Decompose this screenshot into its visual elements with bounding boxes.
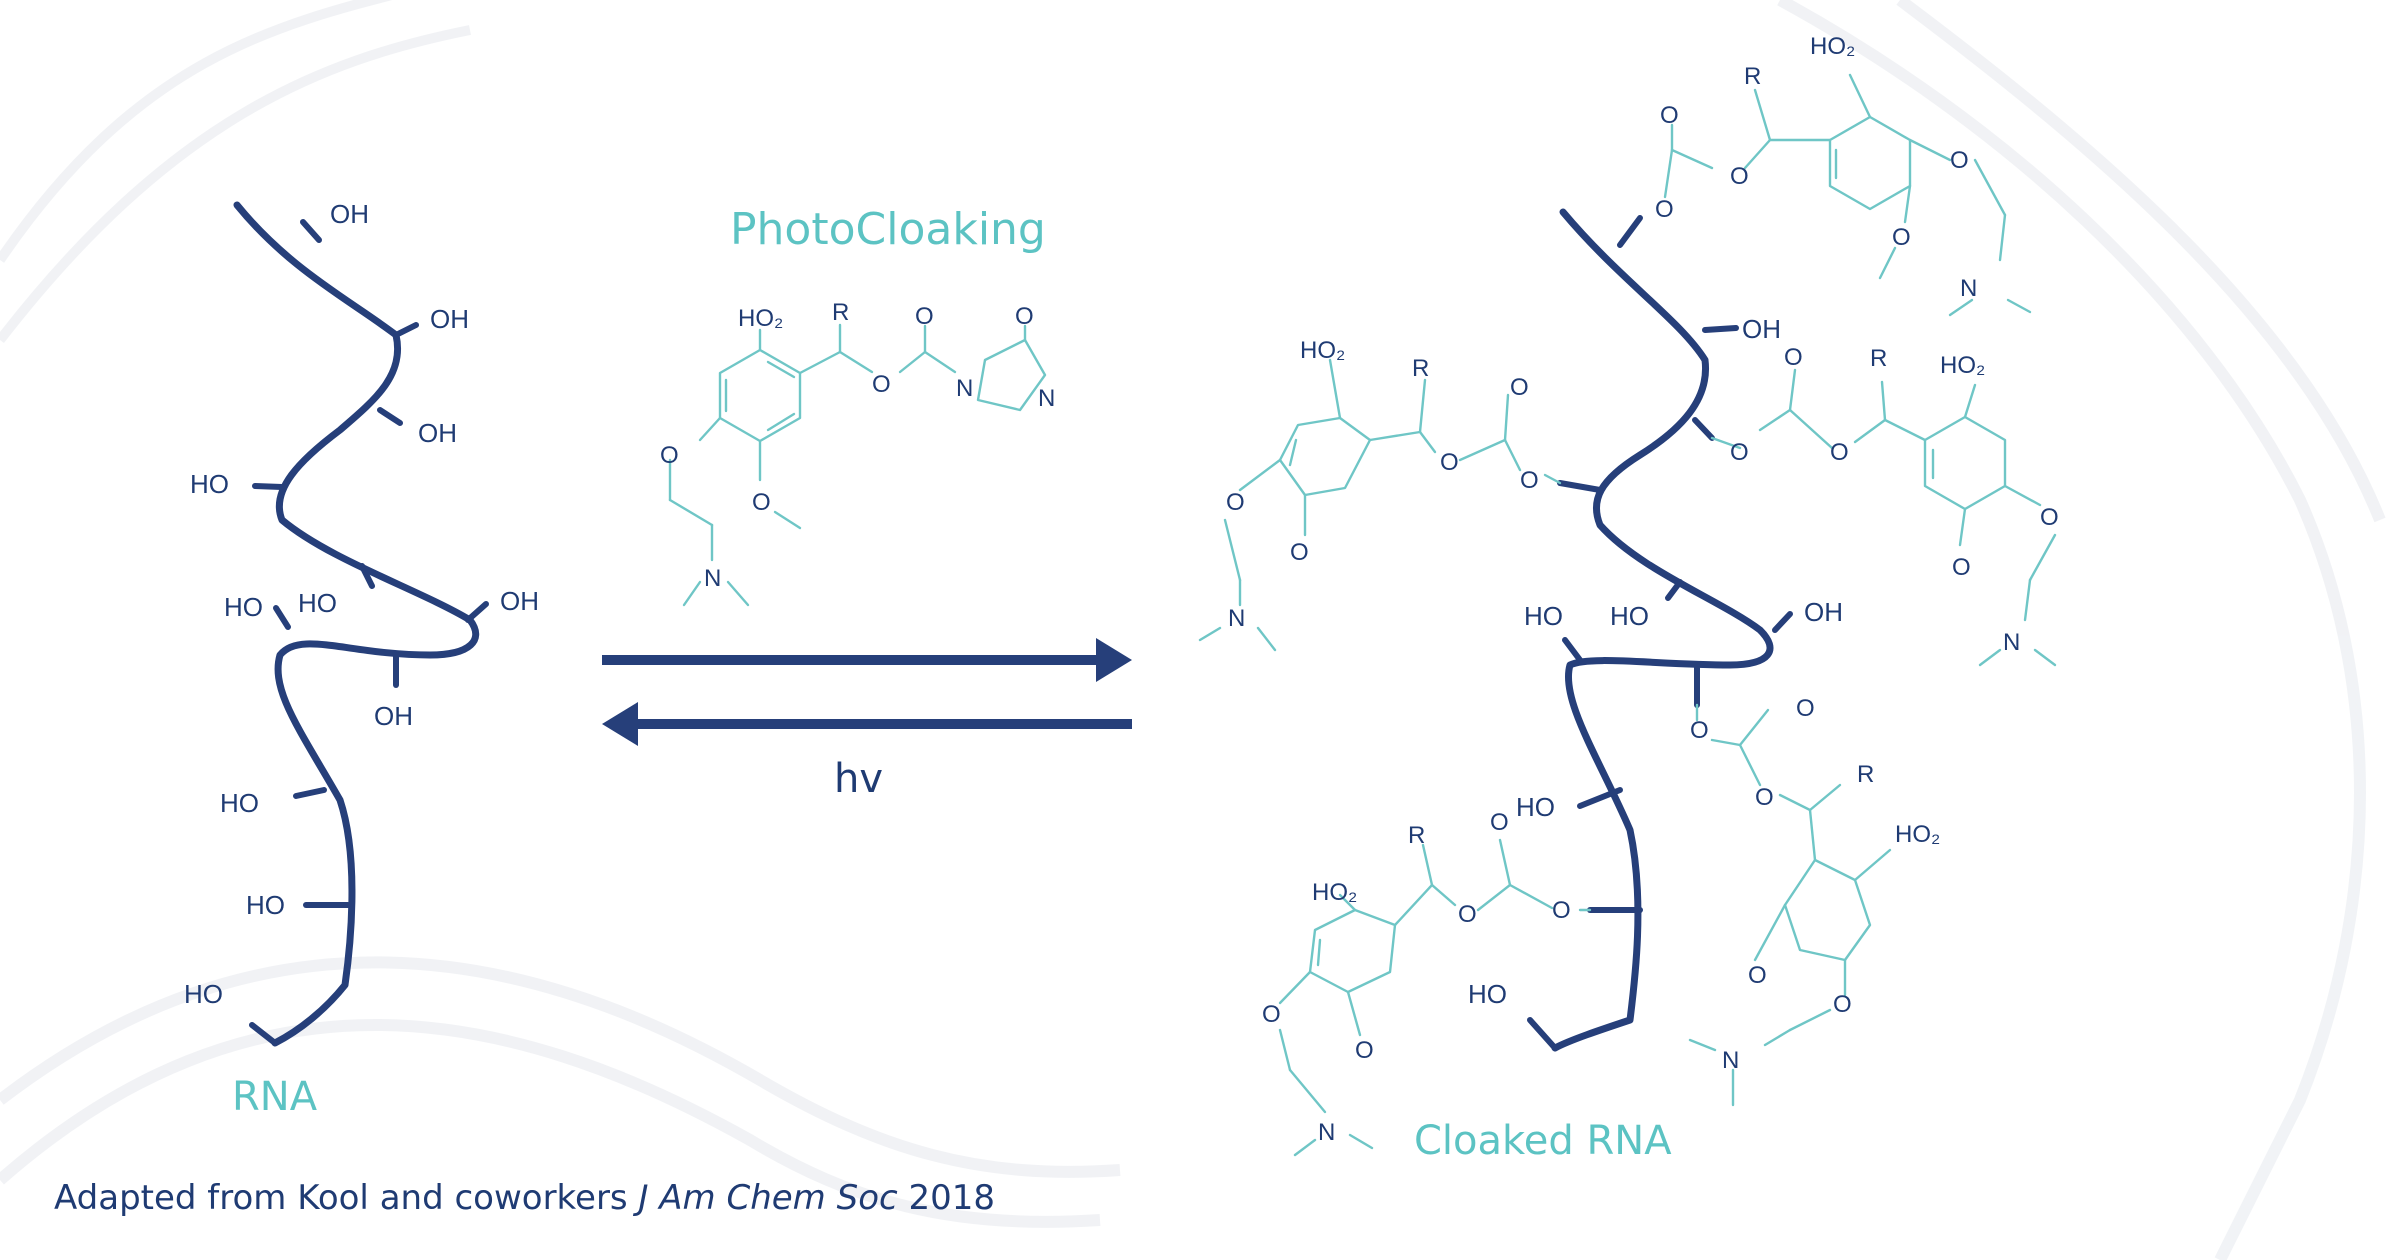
cage-o-label: O [1490,809,1509,836]
cage-n-label: N [1722,1047,1739,1074]
reagent-n-label: N [704,565,721,592]
cage-o-label: O [1748,962,1767,989]
cage-o-label: O [2040,504,2059,531]
cloaked-oh-label: OH [1742,314,1781,344]
rna-oh-label: OH [330,199,369,229]
cage-o-label: O [1730,163,1749,190]
cage-o-label: O [1520,467,1539,494]
cloaked-rna-molecule: OH HO OH HO HO HO HO₂ R O O [1198,33,2059,1157]
cage-group: O R HO₂ O O O O N [1710,344,2059,667]
reagent-o-label: O [915,303,934,330]
cage-group: O R HO₂ O O O O N [1262,809,1592,1157]
cage-o-label: O [1833,991,1852,1018]
cage-o-label: O [1830,439,1849,466]
citation-text: Adapted from Kool and coworkers [54,1178,639,1218]
cage-o-label: O [1730,439,1749,466]
reagent-n-label: N [956,375,973,402]
cage-r-label: R [1408,822,1425,849]
reagent-o-label: O [660,442,679,469]
cage-r-label: R [1412,355,1429,382]
citation-journal: J Am Chem Soc [638,1178,898,1218]
cage-o-label: O [1355,1037,1374,1064]
cage-group: HO₂ R O O O O O N [1655,33,2032,317]
citation: Adapted from Kool and coworkers J Am Che… [54,1178,995,1218]
rna-oh-label: OH [430,304,469,334]
cage-n-label: N [2003,629,2020,656]
cage-group: O O O R HO₂ O O N [1688,695,1940,1107]
cage-o-label: O [1892,224,1911,251]
cage-r-label: R [1857,761,1874,788]
cage-ho2-label: HO₂ [1810,33,1855,60]
cage-group: O R HO₂ O O O O N [1198,337,1562,652]
cage-o-label: O [1796,695,1815,722]
cage-n-label: N [1228,605,1245,632]
reagent-o-label: O [872,371,891,398]
cage-o-label: O [1660,102,1679,129]
cloaked-ho-label: HO [1524,601,1563,631]
rna-oh-label: OH [500,586,539,616]
citation-year: 2018 [897,1178,996,1218]
cage-o-label: O [1510,374,1529,401]
cage-r-label: R [1744,63,1761,90]
reagent-o-label: O [752,489,771,516]
photocloaking-reagent: HO₂ R O O O N N O O N [660,299,1055,607]
cage-o-label: O [1552,897,1571,924]
cage-n-label: N [1960,275,1977,302]
cage-o-label: O [1690,717,1709,744]
cage-o-label: O [1262,1001,1281,1028]
cage-o-label: O [1952,554,1971,581]
cage-o-label: O [1226,489,1245,516]
rna-ho-label: HO [298,588,337,618]
cloaked-ho-label: HO [1610,601,1649,631]
cloaked-rna-backbone [1551,208,1774,1052]
rna-oh-label: OH [418,418,457,448]
rna-title: RNA [232,1074,318,1120]
cage-ho2-label: HO₂ [1300,337,1345,364]
rna-ho-label: HO [184,979,223,1009]
cage-ho2-label: HO₂ [1940,352,1985,379]
rna-ho-label: HO [190,469,229,499]
reagent-r-label: R [832,299,849,326]
reagent-ho2-label: HO₂ [738,305,783,332]
cage-o-label: O [1655,196,1674,223]
rna-ho-label: HO [220,788,259,818]
cage-r-label: R [1870,345,1887,372]
cage-n-label: N [1318,1119,1335,1146]
cage-ho2-label: HO₂ [1895,821,1940,848]
rna-molecule: OH OH OH HO HO OH HO OH HO HO HO [184,199,539,1047]
cage-o-label: O [1440,449,1459,476]
equilibrium-arrows [602,638,1132,746]
photocloaking-title: PhotoCloaking [730,204,1046,255]
reagent-o-label: O [1015,303,1034,330]
reaction-condition-label: hv [834,756,884,802]
cage-o-label: O [1458,901,1477,928]
cloaked-rna-title: Cloaked RNA [1414,1118,1672,1164]
cage-o-label: O [1290,539,1309,566]
rna-oh-label: OH [374,701,413,731]
cloaked-ho-label: HO [1468,979,1507,1009]
cage-o-label: O [1784,344,1803,371]
rna-ho-label: HO [246,890,285,920]
rna-backbone [233,201,480,1047]
cloaked-ho-label: HO [1516,792,1555,822]
cage-o-label: O [1950,147,1969,174]
cage-ho2-label: HO₂ [1312,879,1357,906]
reagent-n-label: N [1038,385,1055,412]
rna-ho-label: HO [224,592,263,622]
cloaked-oh-label: OH [1804,597,1843,627]
cage-o-label: O [1755,784,1774,811]
